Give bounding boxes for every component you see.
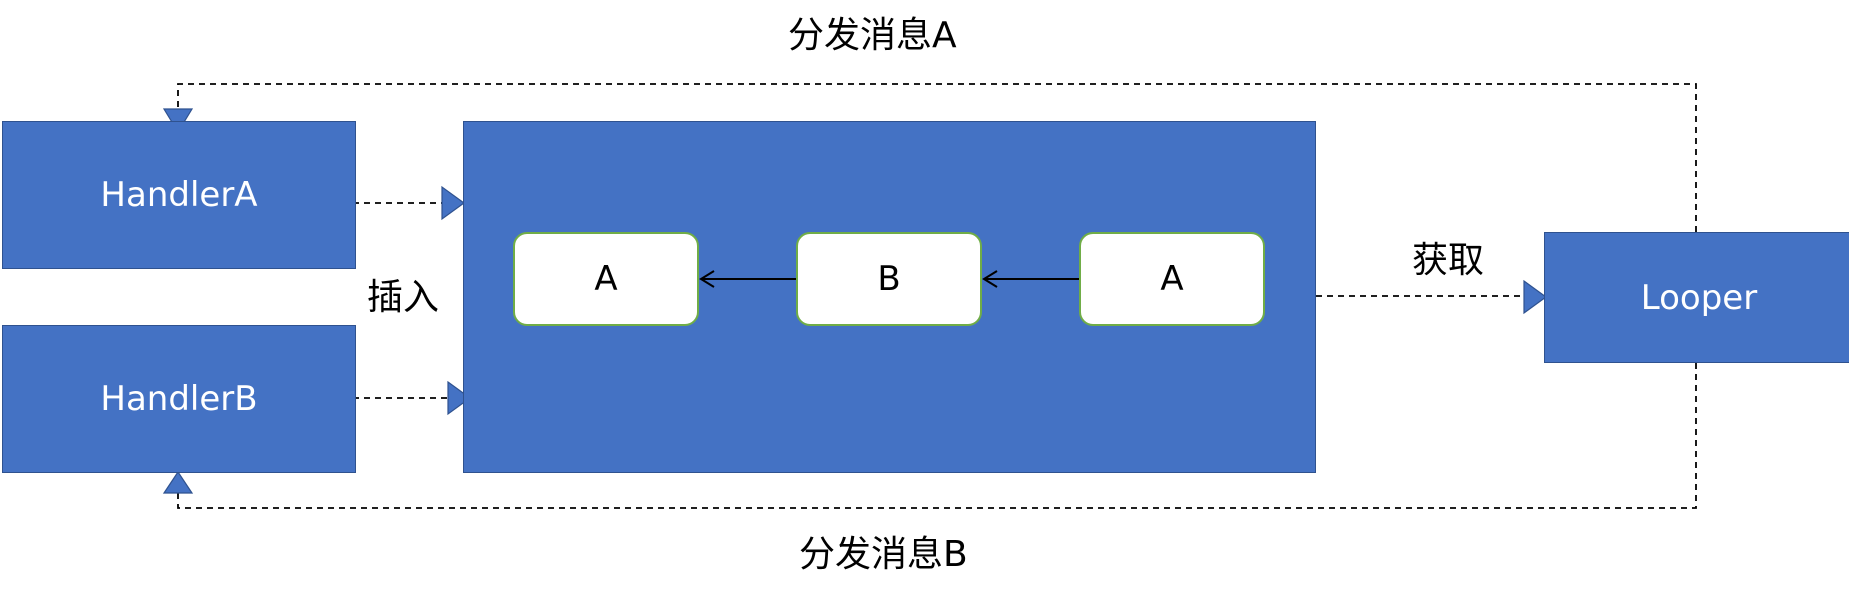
dispatch-a-arrowhead — [162, 108, 194, 134]
dispatch-a-label: 分发消息A — [788, 15, 957, 56]
dispatch-b-label: 分发消息B — [799, 534, 968, 575]
queue-message: A — [513, 232, 699, 326]
fetch-arrowhead — [1523, 279, 1548, 315]
insert-label: 插入 — [367, 277, 440, 318]
queue-message: A — [1079, 232, 1265, 326]
dispatch-b-connector — [177, 363, 1697, 509]
queue-message-label: A — [1160, 259, 1184, 299]
insert-b-arrowhead — [447, 380, 472, 416]
queue-message-label: A — [594, 259, 618, 299]
handler-b-box: HandlerB — [2, 325, 356, 473]
dispatch-b-arrowhead — [162, 470, 194, 494]
queue-message: B — [796, 232, 982, 326]
insert-a-arrowhead — [441, 185, 466, 221]
dispatch-a-connector — [177, 83, 1697, 232]
fetch-label: 获取 — [1412, 240, 1485, 281]
handler-b-label: HandlerB — [100, 379, 258, 419]
queue-message-label: B — [877, 259, 901, 299]
looper-label: Looper — [1640, 277, 1758, 318]
handler-a-label: HandlerA — [100, 175, 258, 215]
handler-a-box: HandlerA — [2, 121, 356, 269]
looper-box: Looper — [1544, 232, 1849, 363]
